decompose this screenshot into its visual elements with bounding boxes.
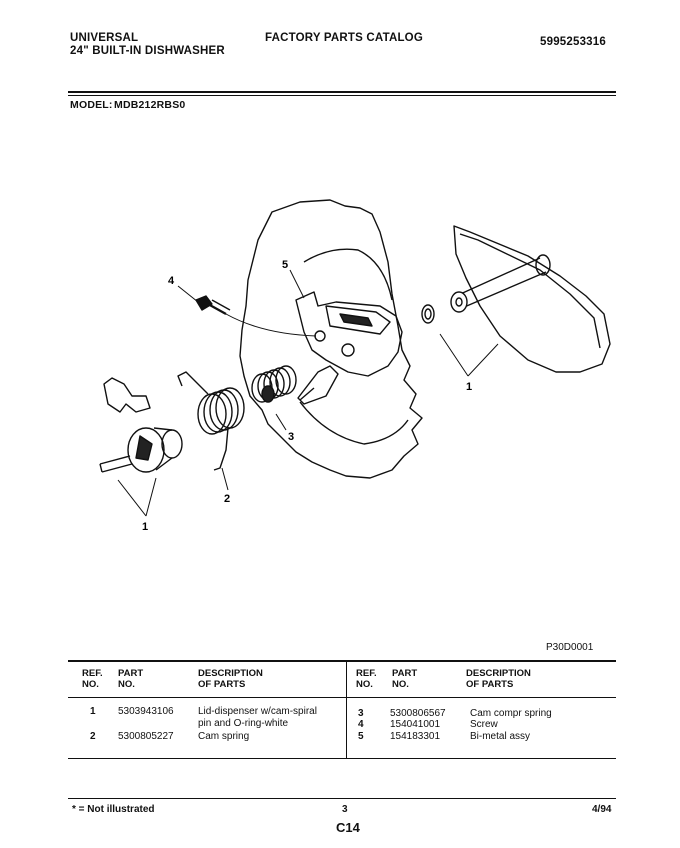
catalog-title: FACTORY PARTS CATALOG: [265, 32, 423, 44]
callout-4: 4: [168, 275, 175, 287]
header-rule-thin: [68, 95, 616, 96]
callout-5: 5: [282, 259, 288, 271]
table-row-ref: 4: [358, 719, 364, 730]
cam-lid-plate: [453, 225, 611, 373]
footer-rule: [68, 798, 616, 799]
table-row-part: 154183301: [390, 731, 441, 742]
table-bottom-rule: [68, 758, 616, 759]
table-row-part: 5300805227: [118, 731, 174, 742]
door-panel-outline: [239, 199, 423, 479]
table-row-ref: 1: [90, 706, 96, 717]
table-header-rule: [68, 697, 616, 698]
table-row-ref: 2: [90, 731, 96, 742]
callout-1-left: 1: [142, 521, 148, 533]
model-number: MDB212RBS0: [114, 99, 186, 111]
callout-3: 3: [288, 431, 294, 443]
table-row-part: 5300806567: [390, 708, 446, 719]
callout-1-right: 1: [466, 381, 472, 393]
table-row-part: 5303943106: [118, 706, 174, 717]
left-cam-part: [99, 377, 183, 473]
table-row-desc: Screw: [470, 719, 498, 730]
page-number: 3: [342, 804, 348, 815]
table-top-rule: [68, 660, 616, 662]
callout-2: 2: [224, 493, 230, 505]
table-row-ref: 3: [358, 708, 364, 719]
model-label: MODEL:: [70, 99, 113, 111]
document-number: 5995253316: [540, 36, 606, 48]
screw: [195, 295, 213, 311]
header-ref-no-right: REF.NO.: [356, 668, 377, 690]
revision-date: 4/94: [592, 804, 612, 815]
exploded-parts-diagram: 4 5 3 2 1 1: [99, 199, 611, 533]
header-rule: [68, 91, 616, 93]
o-ring: [421, 304, 435, 324]
cam-torsion-spring: [177, 371, 245, 471]
cam-shaft: [455, 257, 547, 309]
brand-name: UNIVERSAL: [70, 32, 139, 44]
table-column-divider: [346, 662, 347, 758]
section-code: C14: [336, 820, 360, 835]
figure-code: P30D0001: [546, 642, 594, 653]
table-row-desc: Lid-dispenser w/cam-spiral: [198, 706, 317, 717]
bimetal-housing: [295, 291, 403, 377]
footnote: * = Not illustrated: [72, 804, 155, 815]
table-row-desc-cont: pin and O-ring-white: [198, 718, 289, 729]
table-row-desc: Bi-metal assy: [470, 731, 531, 742]
table-row-desc: Cam spring: [198, 731, 250, 742]
cam-compression-spring: [251, 365, 297, 403]
product-name: 24" BUILT-IN DISHWASHER: [70, 45, 225, 57]
table-row-part: 154041001: [390, 719, 441, 730]
table-row-desc: Cam compr spring: [470, 708, 552, 719]
table-row-ref: 5: [358, 731, 364, 742]
header-ref-no: REF.NO.: [82, 668, 103, 690]
